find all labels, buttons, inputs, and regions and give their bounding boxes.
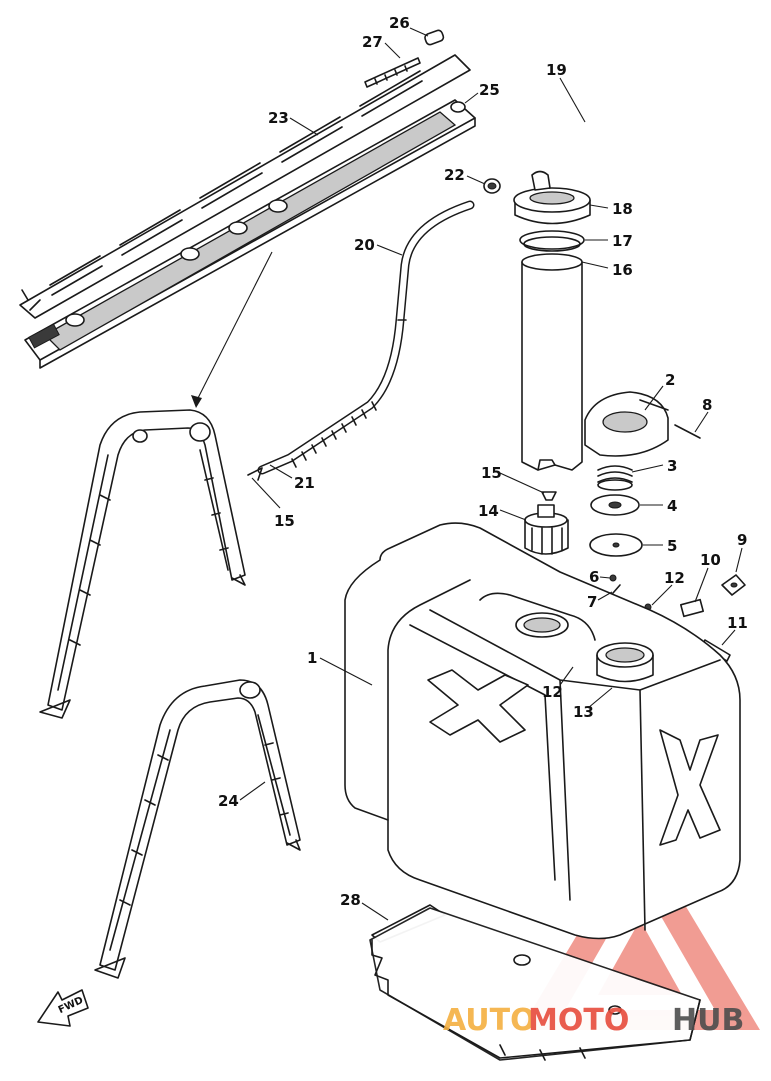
- callout-13: 13: [573, 703, 594, 721]
- watermark-hub: HUB: [672, 1003, 744, 1038]
- watermark-text: AUTO MOTO HUB: [443, 1003, 744, 1038]
- callout-26: 26: [389, 14, 410, 32]
- callout-10: 10: [700, 551, 721, 569]
- bolt: [364, 57, 421, 88]
- callout-27: 27: [362, 33, 383, 51]
- tank-mat: [369, 904, 701, 1061]
- cap-plate: [590, 494, 640, 516]
- fuel-tank: [344, 522, 741, 940]
- assembly-arrow: [191, 251, 273, 408]
- cap-pin: [674, 424, 701, 439]
- callout-16: 16: [612, 261, 633, 279]
- callout-22: 22: [444, 166, 465, 184]
- tank-bracket-upper: [39, 409, 246, 719]
- callout-19: 19: [546, 61, 567, 79]
- callout-3: 3: [667, 457, 677, 475]
- callout-9: 9: [737, 531, 747, 549]
- hose-clip-left: [247, 467, 263, 481]
- callout-4: 4: [667, 497, 677, 515]
- callout-25: 25: [479, 81, 500, 99]
- callout-20: 20: [354, 236, 375, 254]
- watermark-moto: MOTO: [528, 1003, 629, 1038]
- callout-18: 18: [612, 200, 633, 218]
- callout-7: 7: [587, 593, 597, 611]
- pin: [424, 29, 445, 46]
- strainer: [524, 504, 569, 555]
- bracket-rail: [19, 54, 476, 369]
- callout-21: 21: [294, 474, 315, 492]
- callout-15a: 15: [481, 464, 502, 482]
- callout-14: 14: [478, 502, 499, 520]
- callout-23: 23: [268, 109, 289, 127]
- breather-hose: [485, 99, 721, 172]
- callout-24: 24: [218, 792, 239, 810]
- callout-12a: 12: [664, 569, 685, 587]
- tank-bracket-lower: [94, 679, 301, 979]
- cap-gasket: [589, 533, 643, 557]
- callout-8: 8: [702, 396, 712, 414]
- filler-cap: [584, 391, 669, 457]
- hose-clip-center: [541, 491, 557, 501]
- fuel-pickup-tube: [513, 170, 591, 471]
- callout-5: 5: [667, 537, 677, 555]
- fuel-hose: [257, 200, 475, 475]
- callout-labels: 1 2 3 4 5 6 7 8 9 10 11 12 12 13 14 15 1…: [218, 14, 748, 909]
- callout-28: 28: [340, 891, 361, 909]
- hose-clamp: [483, 178, 501, 194]
- callout-11: 11: [727, 614, 748, 632]
- callout-1: 1: [307, 649, 317, 667]
- callout-15b: 15: [274, 512, 295, 530]
- watermark-auto: AUTO: [443, 1003, 536, 1038]
- callout-2: 2: [665, 371, 675, 389]
- callout-6: 6: [589, 568, 599, 586]
- fwd-arrow: FWD: [37, 989, 89, 1027]
- leader-lines: [239, 27, 743, 921]
- cap-spring: [597, 465, 633, 491]
- callout-17: 17: [612, 232, 633, 250]
- callout-12b: 12: [542, 683, 563, 701]
